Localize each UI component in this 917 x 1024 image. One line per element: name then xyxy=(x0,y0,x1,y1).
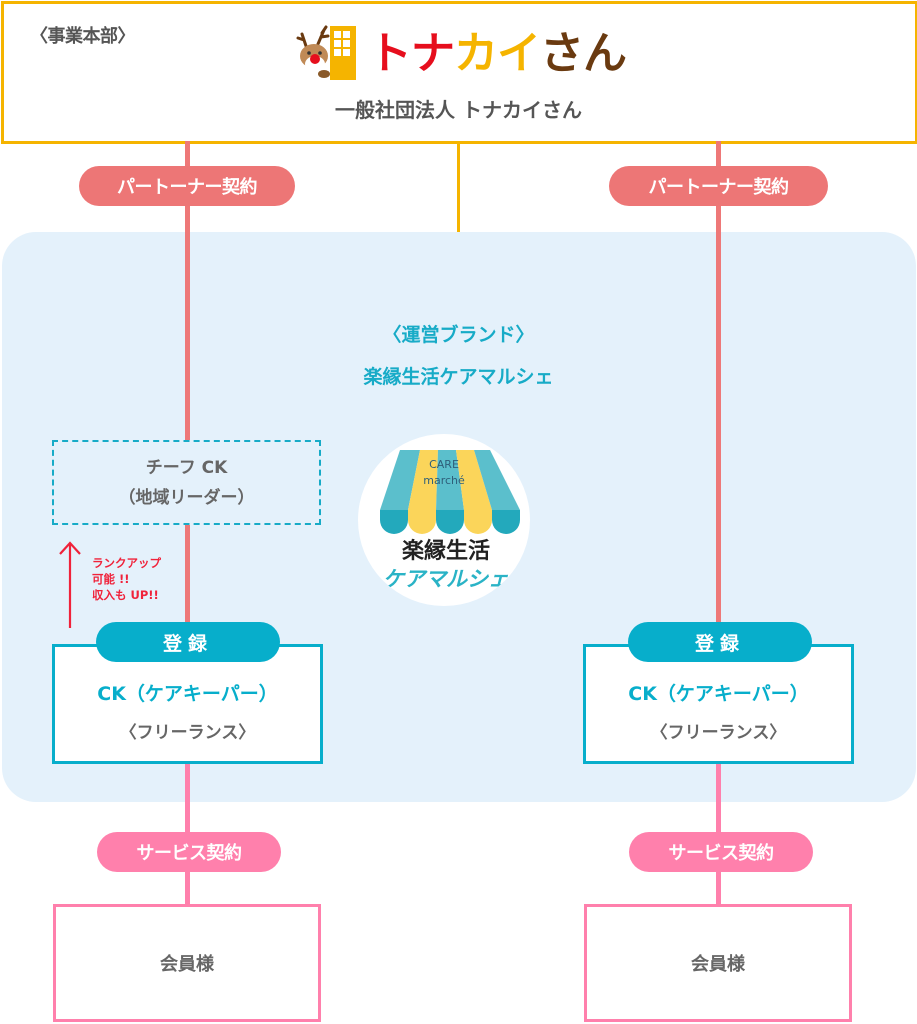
care-marche-en-line2: marché xyxy=(423,474,465,487)
rank-up-line: 可能 !! xyxy=(92,572,130,586)
logo-text-part: さん xyxy=(540,28,627,79)
ck-subtitle-left: 〈フリーランス〉 xyxy=(119,723,256,743)
brand-label: 〈運営ブランド〉 xyxy=(382,324,535,346)
member-box-left: 会員様 xyxy=(53,904,321,1022)
service-contract-badge-left: サービス契約 xyxy=(97,832,281,872)
care-marche-jp-line1: 楽縁生活 xyxy=(402,538,490,564)
service-contract-badge-right: サービス契約 xyxy=(629,832,813,872)
partner-contract-label: パートーナー契約 xyxy=(117,177,258,198)
member-box-right: 会員様 xyxy=(584,904,852,1022)
member-label: 会員様 xyxy=(691,954,745,975)
register-tab-right: 登録 xyxy=(628,622,812,662)
rank-up-arrow-icon xyxy=(59,541,81,628)
care-marche-en-line1: CARE xyxy=(429,458,459,471)
service-contract-label: サービス契約 xyxy=(668,843,775,864)
register-label: 登録 xyxy=(162,632,213,655)
service-contract-label: サービス契約 xyxy=(136,843,243,864)
logo-text-part: トナ xyxy=(368,28,455,79)
rank-up-note: ランクアップ 可能 !! 収入も UP!! xyxy=(92,555,161,603)
reindeer-door-icon xyxy=(296,25,356,80)
headquarters-box xyxy=(1,1,917,144)
chief-ck-title: チーフ CK xyxy=(145,457,228,478)
ck-title-right: CK（ケアキーパー） xyxy=(628,683,809,705)
partner-line-left xyxy=(185,141,190,624)
organization-name: 一般社団法人 トナカイさん xyxy=(335,98,582,122)
rank-up-line: 収入も UP!! xyxy=(92,588,159,602)
member-label: 会員様 xyxy=(160,954,214,975)
tonakai-logo: トナカイさん xyxy=(296,24,627,84)
brand-name: 楽縁生活ケアマルシェ xyxy=(363,366,554,388)
chief-ck-box: チーフ CK （地域リーダー） xyxy=(52,440,321,525)
register-label: 登録 xyxy=(694,632,745,655)
partner-contract-badge-left: パートーナー契約 xyxy=(79,166,295,206)
partner-contract-badge-right: パートーナー契約 xyxy=(609,166,828,206)
partner-contract-label: パートーナー契約 xyxy=(648,177,790,198)
care-marche-jp-line2: ケアマルシェ xyxy=(383,567,509,591)
partner-line-right xyxy=(716,141,721,624)
awning-icon: CARE marché 楽縁生活 ケアマルシェ xyxy=(380,450,520,606)
ck-box-right xyxy=(583,644,854,764)
rank-up-line: ランクアップ xyxy=(92,556,161,570)
register-tab-left: 登録 xyxy=(96,622,280,662)
ck-subtitle-right: 〈フリーランス〉 xyxy=(650,723,787,743)
hq-section-label: 〈事業本部〉 xyxy=(30,26,136,47)
logo-text-part: カイ xyxy=(454,28,541,79)
care-marche-logo: CARE marché 楽縁生活 ケアマルシェ xyxy=(358,434,530,606)
ck-title-left: CK（ケアキーパー） xyxy=(97,683,278,705)
chief-ck-subtitle: （地域リーダー） xyxy=(118,487,255,508)
logo-text: トナカイさん xyxy=(368,32,627,76)
hq-to-brand-connector xyxy=(457,141,460,233)
